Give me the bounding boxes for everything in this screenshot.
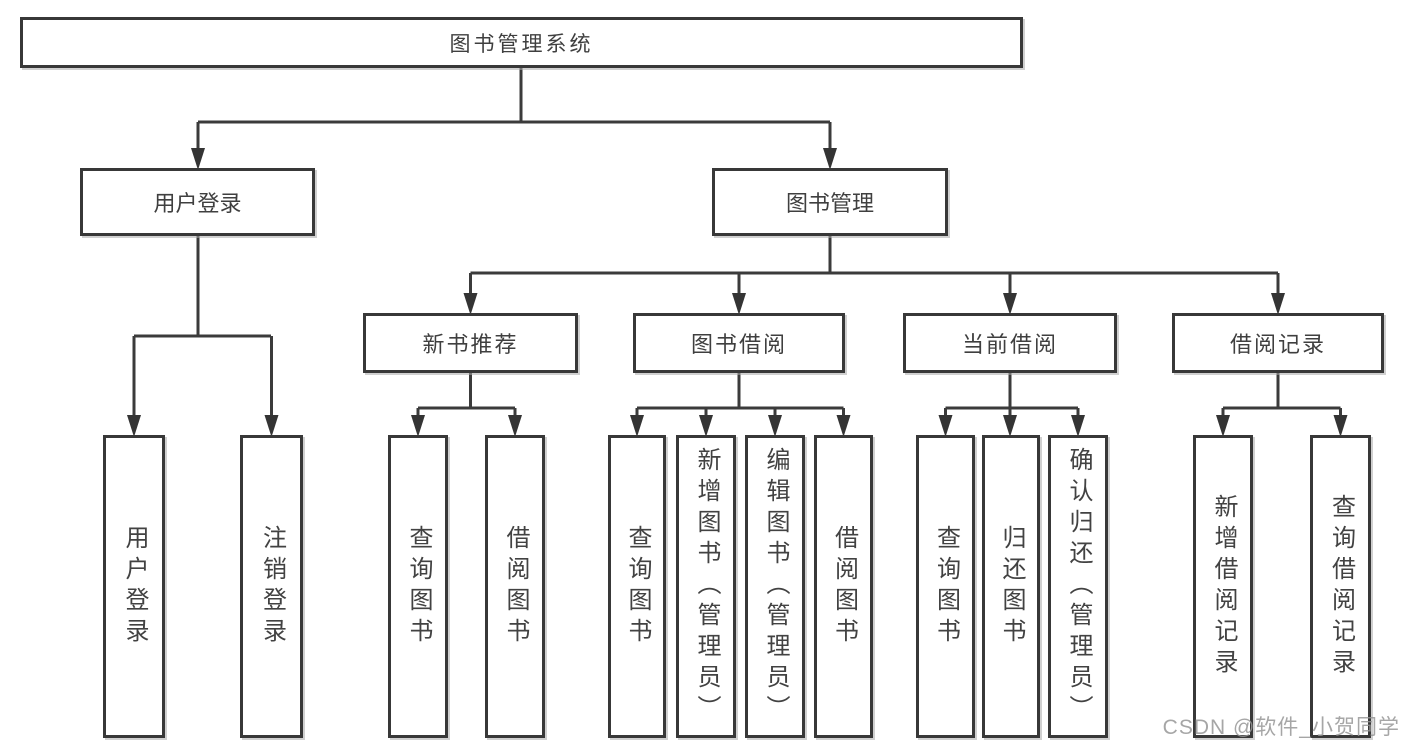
leaf-label: 新增图书（管理员） — [693, 447, 720, 726]
leaf-label: 借阅图书 — [502, 524, 529, 649]
leaf-label: 查询图书 — [405, 524, 432, 649]
node-label: 图书管理 — [785, 191, 874, 216]
node-label: 用户登录 — [153, 191, 242, 216]
leaf-label: 注销登录 — [258, 524, 286, 649]
leaf-logout: 注销登录 — [240, 435, 303, 738]
leaf-user-login: 用户登录 — [103, 435, 165, 738]
leaf-label: 借阅图书 — [830, 524, 858, 649]
leaf-label: 归还图书 — [998, 524, 1025, 649]
leaf-query-books-recommend: 查询图书 — [388, 435, 448, 738]
leaf-borrow-books: 借阅图书 — [814, 435, 873, 738]
leaf-label: 查询图书 — [624, 524, 651, 649]
node-label: 图书借阅 — [690, 332, 787, 357]
node-borrowing-records: 借阅记录 — [1172, 313, 1384, 373]
leaf-query-books-current: 查询图书 — [916, 435, 975, 738]
node-label: 借阅记录 — [1229, 332, 1326, 357]
node-label: 新书推荐 — [422, 332, 519, 357]
node-label: 图书管理系统 — [449, 32, 594, 56]
leaf-borrow-books-recommend: 借阅图书 — [485, 435, 545, 738]
leaf-query-books-borrowing: 查询图书 — [608, 435, 666, 738]
node-book-management: 图书管理 — [712, 168, 948, 236]
node-new-book-recommendation: 新书推荐 — [363, 313, 578, 373]
leaf-query-borrow-record: 查询借阅记录 — [1310, 435, 1371, 738]
leaf-add-book-admin: 新增图书（管理员） — [676, 435, 736, 738]
watermark: CSDN @软件_小贺同学 — [1162, 716, 1400, 739]
leaf-label: 查询图书 — [932, 524, 960, 649]
leaf-label: 编辑图书（管理员） — [762, 447, 789, 726]
node-book-borrowing: 图书借阅 — [633, 313, 845, 373]
leaf-label: 查询借阅记录 — [1327, 493, 1355, 680]
node-current-borrowing: 当前借阅 — [903, 313, 1117, 373]
leaf-label: 确认归还（管理员） — [1065, 447, 1092, 726]
leaf-return-book: 归还图书 — [982, 435, 1040, 738]
node-library-management-system: 图书管理系统 — [20, 17, 1023, 68]
leaf-label: 新增借阅记录 — [1210, 493, 1237, 680]
leaf-label: 用户登录 — [121, 524, 148, 649]
leaf-edit-book-admin: 编辑图书（管理员） — [745, 435, 805, 738]
node-user-login: 用户登录 — [80, 168, 315, 236]
leaf-confirm-return-admin: 确认归还（管理员） — [1048, 435, 1108, 738]
node-label: 当前借阅 — [961, 332, 1058, 357]
leaf-add-borrow-record: 新增借阅记录 — [1193, 435, 1253, 738]
